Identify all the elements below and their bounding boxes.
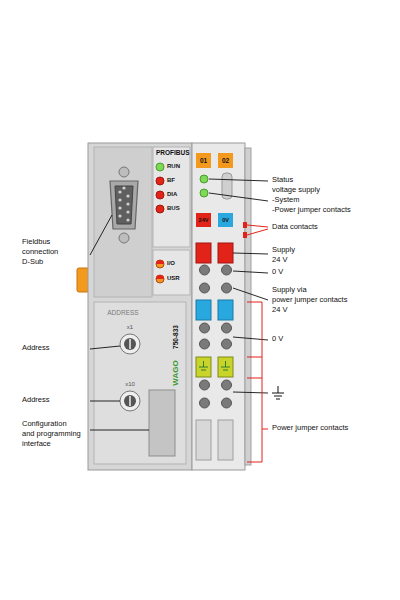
callout-text: 24 V (272, 256, 287, 265)
wire-hole (222, 265, 232, 275)
wire-hole (200, 265, 210, 275)
dsub-screw (119, 233, 129, 243)
rail-side (245, 148, 251, 465)
wire-hole (200, 380, 210, 390)
wire-entries (200, 265, 232, 408)
callout-text: interface (22, 440, 51, 449)
led-label: USR (167, 275, 180, 282)
switch-factor: x10 (125, 381, 135, 388)
callout-text: and programming (22, 430, 81, 439)
dsub-pins (118, 186, 129, 221)
switch-caption: ADDRESS (107, 309, 138, 316)
wire-hole (222, 380, 232, 390)
run-led (156, 163, 164, 171)
ground-symbol (272, 386, 284, 399)
clamp-blue (196, 300, 211, 320)
dsub-screw (119, 167, 129, 177)
coupler-housing (88, 143, 192, 470)
led-label: DIA (167, 191, 177, 198)
callout-text: 0 V (272, 335, 283, 344)
clamp-ground (196, 357, 211, 377)
address-switch (120, 391, 140, 411)
callout-text: D-Sub (22, 258, 43, 267)
led-panel (153, 250, 190, 295)
address-switch (124, 338, 136, 350)
marker-tag (196, 153, 211, 168)
wire-hole (222, 283, 232, 293)
callout-text: 24 V (272, 306, 287, 315)
callout-text: Data contacts (272, 223, 318, 232)
dsub-connector (110, 181, 138, 229)
led-label: RUN (167, 163, 180, 170)
address-switch (120, 334, 140, 354)
wire-entry (196, 420, 211, 460)
wire-hole (200, 339, 210, 349)
data-contact (243, 232, 247, 238)
bus-led (156, 205, 164, 213)
led-label: I/O (167, 260, 175, 267)
callout-text: 0 V (272, 268, 283, 277)
dia-led (156, 191, 164, 199)
switch-factor: x1 (127, 324, 133, 331)
wire-hole (222, 323, 232, 333)
clamp-blue (218, 300, 233, 320)
io-led (156, 260, 164, 264)
io-led (156, 260, 164, 268)
usr-led (156, 275, 164, 279)
wire-hole (200, 398, 210, 408)
callout-text: connection (22, 248, 58, 257)
callout-text: Supply (272, 246, 295, 255)
address-switch (129, 396, 131, 406)
wire-hole (222, 398, 232, 408)
leader-lines (90, 179, 268, 430)
brand-logo: WAGO (171, 360, 180, 385)
status-led (200, 189, 208, 197)
marker-number: 02 (222, 157, 229, 164)
led-panel (153, 147, 190, 247)
release-tab (77, 268, 89, 292)
callout-text: power jumper contacts (272, 296, 347, 305)
part-number: 750-833 (172, 325, 179, 349)
bf-led (156, 177, 164, 185)
led-label: BF (167, 177, 175, 184)
address-switch (129, 339, 131, 349)
callout-text: Address (22, 396, 50, 405)
wire-hole (200, 283, 210, 293)
callout-text: Address (22, 344, 50, 353)
ground-mark (199, 361, 230, 370)
wire-hole (222, 339, 232, 349)
config-interface (149, 390, 175, 456)
marker-tag (218, 153, 233, 168)
led-label: BUS (167, 205, 180, 212)
bus-name: PROFIBUS (156, 149, 190, 156)
callout-text: -System (272, 196, 300, 205)
callout-text: Supply via (272, 286, 307, 295)
clamp-red (218, 243, 233, 263)
callout-text: Status (272, 176, 293, 185)
data-contact (243, 222, 247, 228)
red-leaders (247, 225, 268, 462)
callout-text: -Power jumper contacts (272, 206, 351, 215)
usr-led (156, 275, 164, 283)
dsub-connector (115, 186, 133, 224)
callout-text: Configuration (22, 420, 67, 429)
wire-entry (218, 420, 233, 460)
marker-number: 01 (200, 157, 207, 164)
callout-text: voltage supply (272, 186, 320, 195)
voltage-tag (196, 213, 211, 227)
supply-terminal-block (192, 143, 245, 470)
clamp-ground (218, 357, 233, 377)
voltage-tag-text: 24V (199, 217, 209, 223)
voltage-tag-text: 0V (222, 217, 229, 223)
dsub-panel (94, 147, 152, 297)
status-led (200, 175, 208, 183)
callout-text: Power jumper contacts (272, 424, 348, 433)
wire-hole (200, 323, 210, 333)
voltage-tag (218, 213, 233, 227)
address-switch (124, 395, 136, 407)
callout-text: Fieldbus (22, 238, 50, 247)
clamp-red (196, 243, 211, 263)
lower-panel (94, 302, 186, 464)
